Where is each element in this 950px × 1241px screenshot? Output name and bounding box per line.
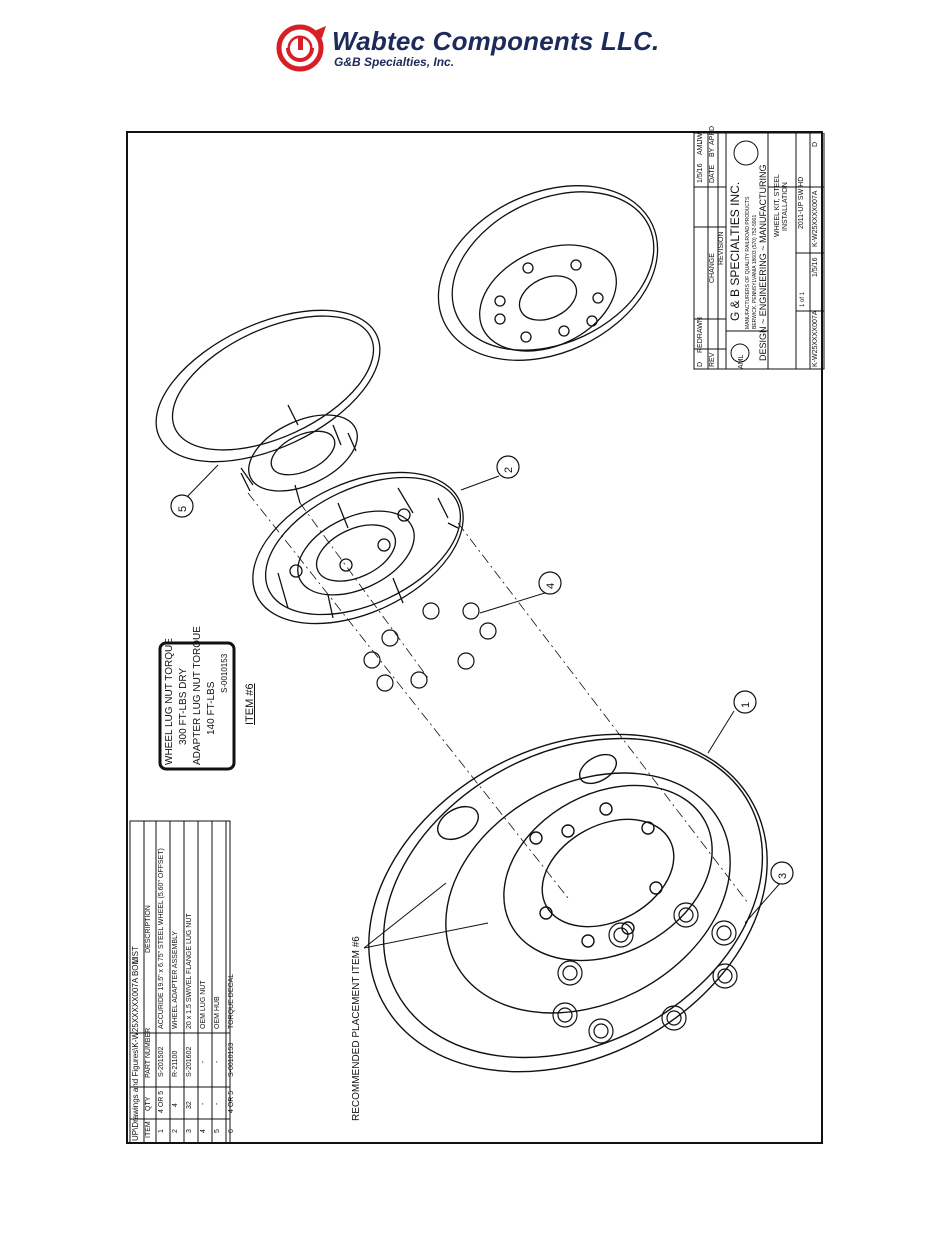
bom-row-1-part: S-201502 [158,1046,165,1077]
torque-code: S-0010153 [220,653,229,693]
title-line-2: INSTALLATION [782,182,789,231]
bom-row-5-desc: OEM HUB [214,996,221,1029]
bom-row-3-desc: 20 x 1.5 SWIVEL FLANGE LUG NUT [186,913,193,1029]
oem-lug-nuts [363,602,497,692]
bom-col-item: ITEM [145,1121,152,1138]
bom-row-4-item: 4 [200,1129,207,1133]
bom-row-1-item: 1 [158,1129,165,1133]
bom-row-6-item: 6 [228,1129,235,1133]
bom-row-6-qty: 4 OR 5 [228,1090,235,1113]
torque-line-2: 300 FT-LBS DRY [178,667,189,745]
title-motto: DESIGN ~ ENGINEERING ~ MANUFACTURING [758,164,768,361]
callout-3: 3 [777,872,789,879]
title-dwg-number-2: K-W25XXXX007A [812,190,819,247]
steel-wheel [368,733,768,1073]
revision-row-appd: JW [697,132,704,143]
placement-note: RECOMMENDED PLACEMENT ITEM #6 [351,936,362,1121]
title-line-1: WHEEL KIT, STEEL [774,174,781,237]
oem-hub [155,309,381,504]
title-sheet: 1 of 1 [800,291,806,307]
bom-row-3-qty: 32 [186,1101,193,1109]
bom-row-6-desc: TORQUE DECAL [228,973,235,1029]
assembled-wheel [437,185,659,361]
bom-row-3-part: S-201602 [186,1046,193,1077]
bom-row-5-part: - [214,1060,221,1063]
wabtec-logo-icon [276,24,326,72]
torque-item-ref: ITEM #6 [244,683,256,725]
revision-header-by: BY [709,147,716,157]
bom-row-3-item: 3 [186,1129,193,1133]
title-rev: D [812,141,819,147]
wheel-adapter [252,471,464,625]
bom-row-4-qty: - [200,1102,207,1105]
revision-row-date: 1/5/16 [697,163,704,183]
callout-circles [170,455,794,885]
leader-lines [184,464,783,949]
callout-2: 2 [503,466,515,473]
revision-header-appd: APPD [709,125,716,145]
bom-row-4-part: - [200,1060,207,1063]
bom-row-1-qty: 4 OR 5 [158,1090,165,1113]
title-drawn-by: AML [738,354,745,369]
subsidiary-name: G&B Specialties, Inc. [334,55,455,69]
bom-row-5-item: 5 [214,1129,221,1133]
title-tagline-1: MANUFACTURERS OF QUALITY RAILROAD PRODUC… [745,196,751,329]
revision-header-rev: REV [709,352,716,367]
bom-row-4-desc: OEM LUG NUT [200,980,207,1029]
bom-row-2-qty: 4 [172,1103,179,1107]
bom-row-2-desc: WHEEL ADAPTER ASSEMBLY [172,930,179,1029]
title-date: 1/5/16 [812,257,819,277]
bom-row-2-item: 2 [172,1129,179,1133]
page-header: Wabtec Components LLC. G&B Specialties, … [0,0,950,110]
bom-row-1-desc: ACCURIDE 19.5" x 6.75" STEEL WHEEL (5.60… [158,848,165,1029]
revision-header-date: DATE [709,164,716,183]
revision-row-rev: D [697,361,704,367]
torque-decal-box [158,641,236,771]
assembly-center-lines [247,492,749,904]
torque-line-4: 140 FT-LBS [206,681,217,735]
callout-5: 5 [177,505,189,512]
bom-row-2-part: R-21100 [172,1050,179,1077]
drawing-sheet: 1 2 3 4 5 WHEEL LUG NUT TORQUE 300 FT-LB… [126,126,825,1144]
bom-row-6-part: S-0010153 [228,1042,235,1077]
title-model: 2011-UP SW HD [798,176,805,229]
swivel-lug-nuts [552,902,738,1044]
revision-row-change: REDRAWN [697,317,704,353]
revision-header-change: CHANGE [709,253,716,283]
callout-4: 4 [545,582,557,589]
company-name: Wabtec Components LLC. [332,26,660,56]
bom-row-5-qty: - [214,1102,221,1105]
title-company: G & B SPECIALTIES INC. [728,181,742,321]
callout-1: 1 [740,701,752,708]
torque-line-3: ADAPTER LUG NUT TORQUE [192,626,203,765]
title-dwg-number: K-W25XXXX007A [812,310,819,367]
bom-col-qty: QTY [145,1096,152,1111]
bom-header-partial: LIST [131,946,140,963]
bom-file-path: UP\Drawings and Figures\K-W25XXXXX007A B… [131,957,140,1141]
revision-title: REVISION [718,231,725,265]
bom-col-part: PART NUMBER [145,1027,152,1078]
title-block [693,133,825,370]
bom-table-grid [129,820,231,1144]
technical-drawing [129,133,825,1144]
torque-line-1: WHEEL LUG NUT TORQUE [164,638,175,765]
bom-col-description: DESCRIPTION [145,905,152,953]
